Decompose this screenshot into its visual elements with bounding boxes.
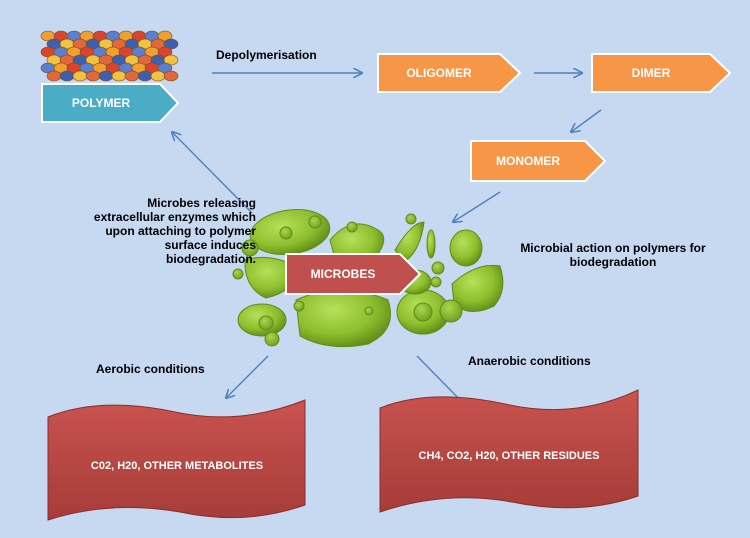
oligomer-label: OLIGOMER xyxy=(406,66,472,80)
anaerobic-label: Anaerobic conditions xyxy=(468,354,591,368)
enzymes-description: Microbes releasing extracellular enzymes… xyxy=(48,196,256,266)
polymer-label: POLYMER xyxy=(71,96,131,110)
enzymes-line-2: extracellular enzymes which xyxy=(93,210,256,224)
polymer-bead xyxy=(163,70,179,82)
polymer-box xyxy=(41,83,180,123)
microbes-label: MICROBES xyxy=(310,267,376,281)
polymer-bead xyxy=(46,70,62,82)
polymer-bead xyxy=(137,70,153,82)
polymer-bead xyxy=(59,70,75,82)
polymer-bead xyxy=(72,70,88,82)
microbes-box xyxy=(285,253,422,295)
action-line-1: Microbial action on polymers for xyxy=(520,241,706,255)
polymer-bead xyxy=(98,70,114,82)
arrow-monomer-microbes xyxy=(453,191,501,222)
enzymes-line-1: Microbes releasing xyxy=(147,196,256,210)
aerobic-products-banner xyxy=(47,399,306,521)
action-line-2: biodegradation xyxy=(569,255,657,269)
enzymes-line-3: upon attaching to polymer xyxy=(105,224,256,238)
polymer-beads xyxy=(40,30,179,82)
arrow-dimer-monomer xyxy=(571,109,602,132)
enzymes-line-5: biodegradation. xyxy=(166,252,256,266)
action-description: Microbial action on polymers for biodegr… xyxy=(498,241,728,269)
arrow-aerobic xyxy=(226,355,269,398)
arrow-microbes-polymer xyxy=(172,132,253,214)
polymer-bead xyxy=(111,70,127,82)
polymer-bead xyxy=(124,70,140,82)
aerobic-label: Aerobic conditions xyxy=(96,362,205,376)
monomer-label: MONOMER xyxy=(496,154,560,168)
polymer-bead xyxy=(150,70,166,82)
enzymes-line-4: surface induces xyxy=(164,238,256,252)
oligomer-box xyxy=(377,53,522,93)
dimer-box xyxy=(591,53,732,93)
aerobic-products-label: C02, H20, OTHER METABOLITES xyxy=(90,460,264,472)
dimer-label: DIMER xyxy=(631,66,671,80)
polymer-bead xyxy=(85,70,101,82)
anaerobic-products-banner xyxy=(379,389,639,513)
arrows xyxy=(172,73,602,407)
depolymerisation-label: Depolymerisation xyxy=(216,48,317,62)
monomer-box xyxy=(470,140,607,182)
anaerobic-products-label: CH4, CO2, H20, OTHER RESIDUES xyxy=(418,450,600,462)
